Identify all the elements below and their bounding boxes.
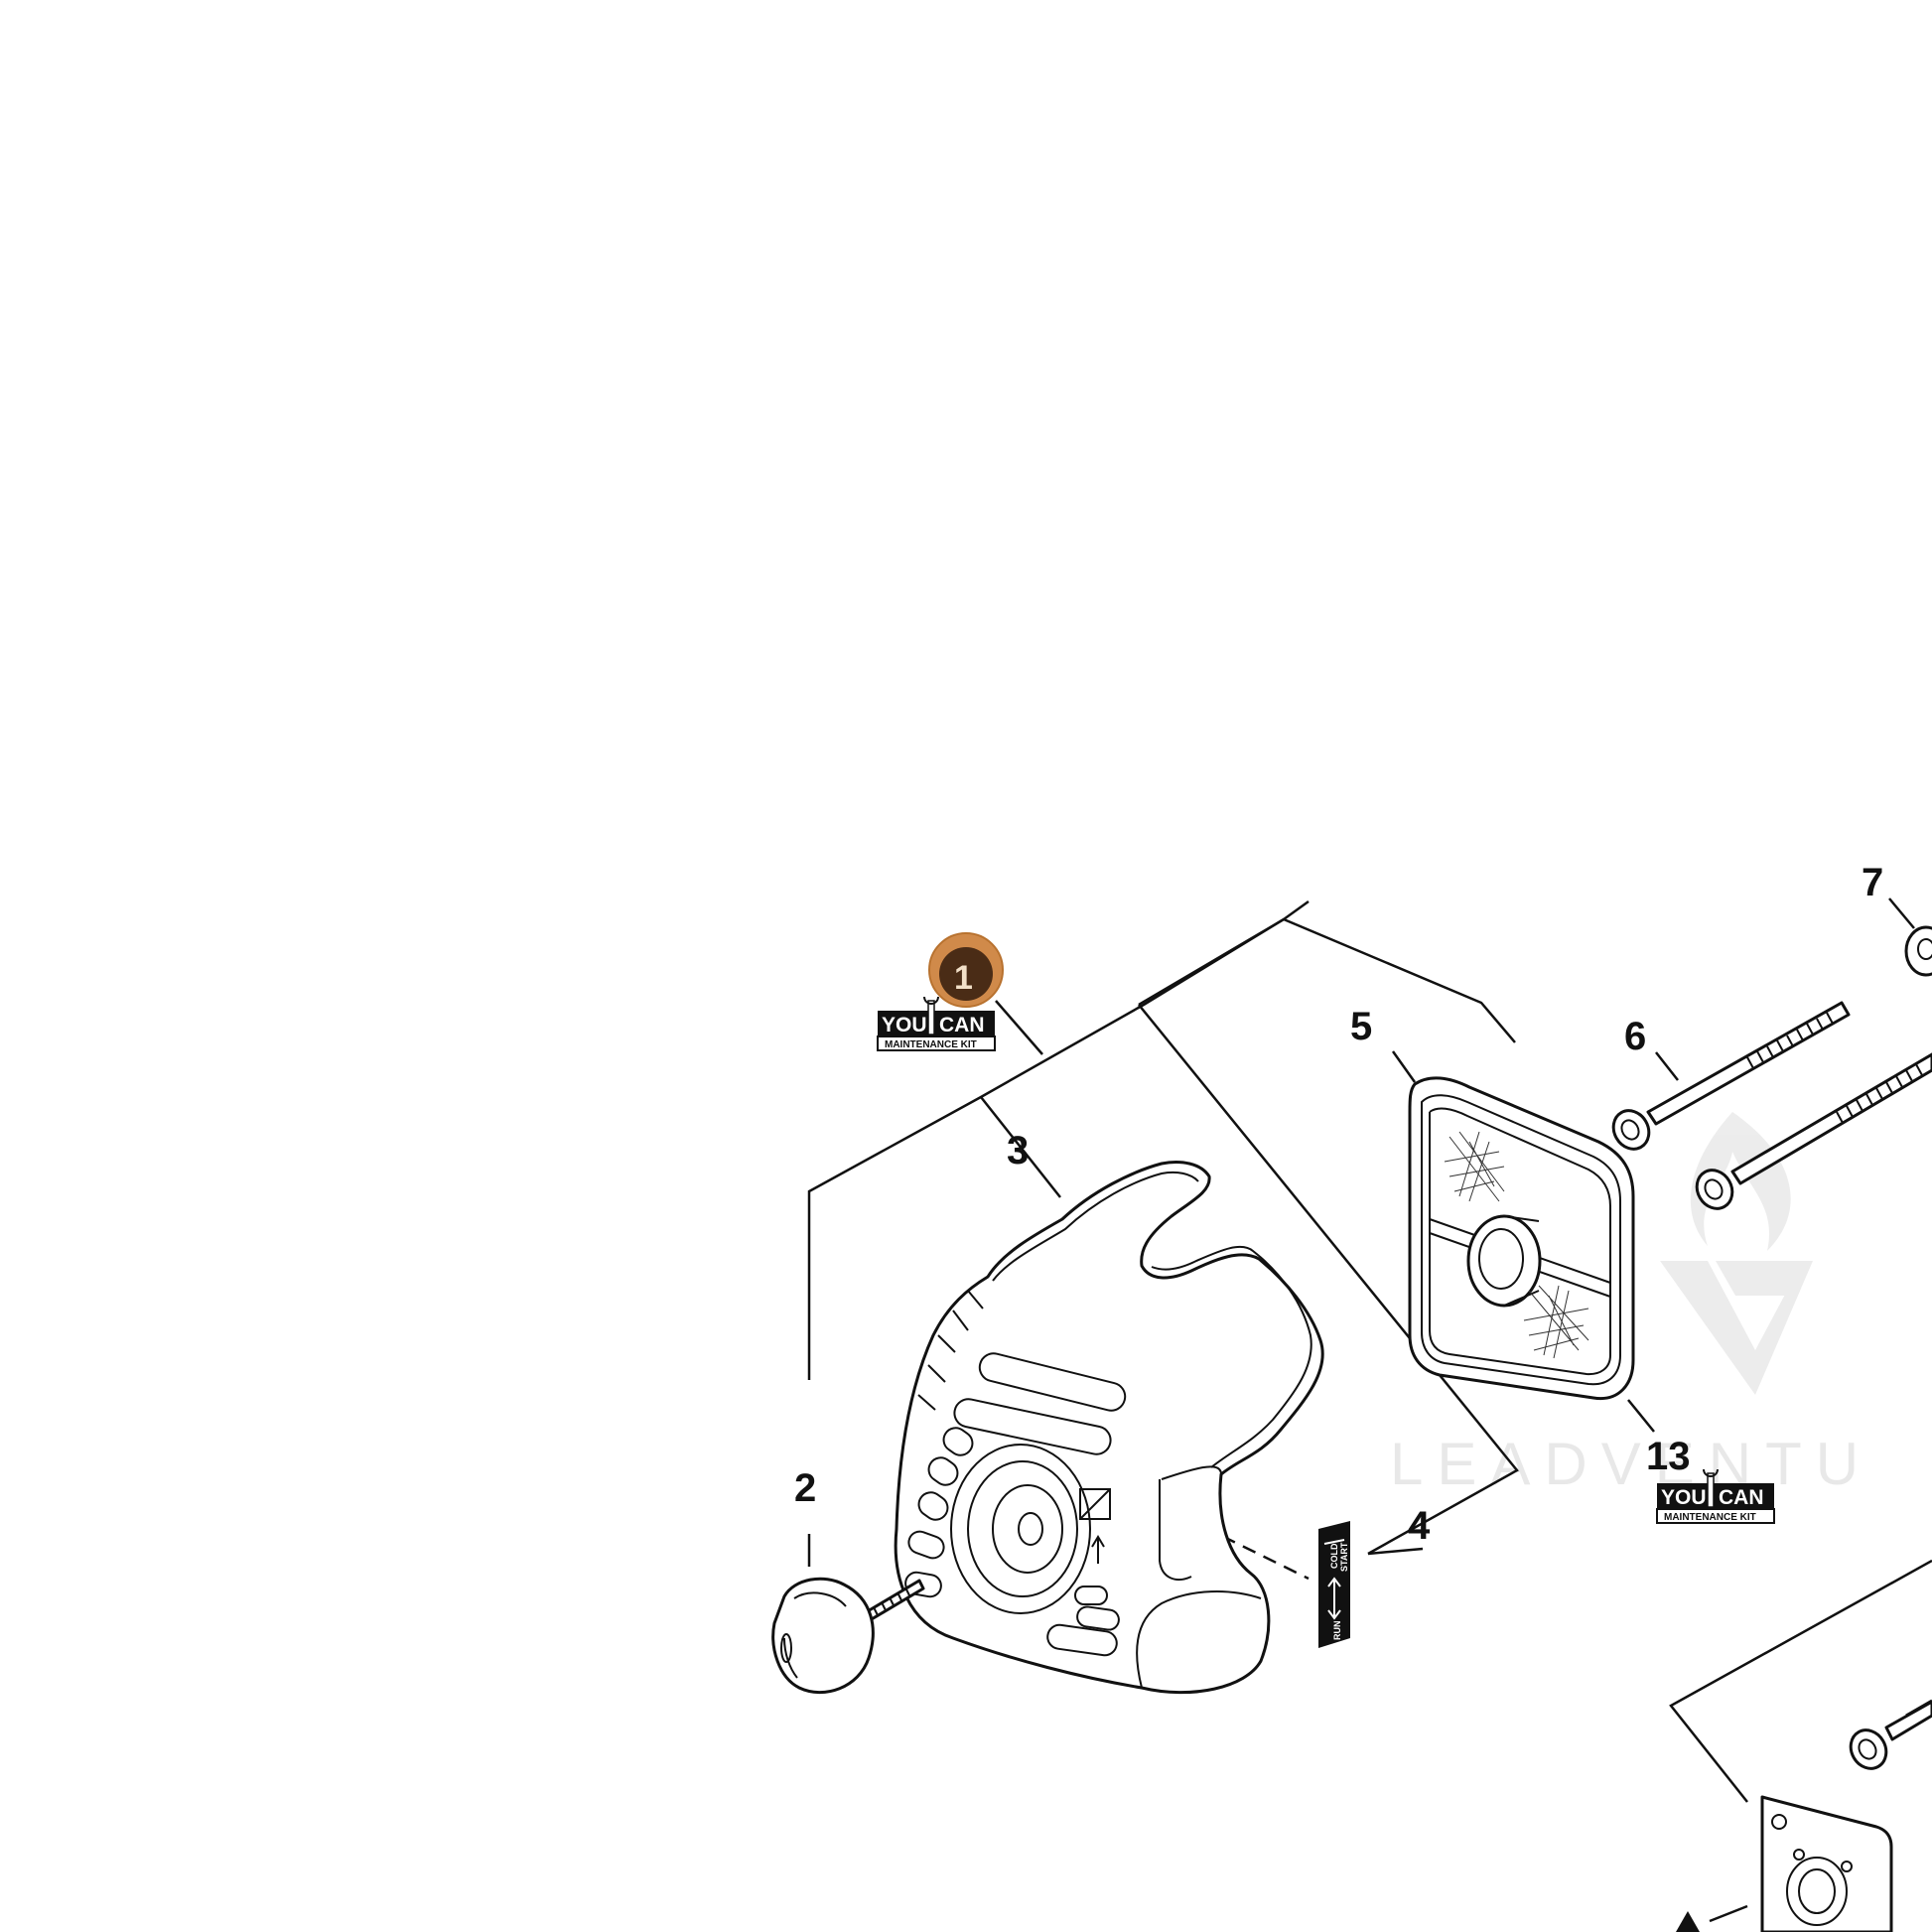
choke-symbol-icon <box>1079 1488 1111 1564</box>
cover-ribs <box>917 1290 984 1411</box>
bolt-secondary <box>1695 1052 1932 1210</box>
wrench-icon <box>923 996 939 1035</box>
filter-mesh <box>1444 1131 1589 1359</box>
cover-vent-slots <box>904 1352 1127 1657</box>
watermark-flame-icon <box>1660 1112 1813 1395</box>
filter-center-ring <box>1466 1214 1542 1308</box>
callout-6: 6 <box>1624 1015 1646 1058</box>
air-filter-part-5 <box>1408 1076 1635 1401</box>
callout-7: 7 <box>1862 861 1883 904</box>
callout-3: 3 <box>1007 1129 1029 1173</box>
logo-you: YOU <box>882 1014 927 1036</box>
decal-line3: RUN <box>1332 1621 1342 1641</box>
cold-start-decal-part-4: COLD START RUN <box>1318 1521 1350 1648</box>
wrench-icon <box>1703 1468 1719 1508</box>
bolt-lower <box>1849 1699 1932 1770</box>
callout-2: 2 <box>794 1466 816 1510</box>
knob-screw-part-2 <box>771 1577 925 1694</box>
logo-can: CAN <box>1719 1486 1764 1509</box>
cover-round-intake <box>950 1444 1091 1614</box>
decal-line2: START <box>1339 1542 1349 1572</box>
gasket-part <box>1760 1795 1893 1932</box>
logo-can: CAN <box>939 1014 985 1036</box>
watermark: LEADVENTU <box>1390 1112 1872 1497</box>
watermark-text: LEADVENTU <box>1390 1431 1872 1497</box>
logo-subtitle: MAINTENANCE KIT <box>1664 1512 1756 1523</box>
air-filter-cover-part-3 <box>894 1161 1324 1695</box>
bolt-part-6 <box>1611 1001 1851 1151</box>
maintenance-kit-logo-13: YOU CAN MAINTENANCE KIT <box>1656 1468 1775 1524</box>
logo-subtitle: MAINTENANCE KIT <box>885 1039 977 1050</box>
callout-1: 1 <box>954 959 973 997</box>
callout-5: 5 <box>1350 1005 1372 1048</box>
maintenance-kit-logo-1: YOU CAN MAINTENANCE KIT <box>877 996 996 1051</box>
lower-partial-mark <box>1676 1904 1748 1932</box>
washer-part-7 <box>1904 925 1932 977</box>
decal-line1: COLD <box>1329 1543 1339 1569</box>
callout-13: 13 <box>1646 1435 1691 1478</box>
callout-1-badge: 1 <box>928 932 1004 1008</box>
assembly-frame-lines <box>807 897 1932 1803</box>
logo-you: YOU <box>1661 1486 1707 1509</box>
decal-arrow-icon <box>1323 1539 1345 1620</box>
callout-labels: 2 3 4 5 6 7 13 <box>794 861 1883 1548</box>
callout-4: 4 <box>1408 1504 1431 1548</box>
